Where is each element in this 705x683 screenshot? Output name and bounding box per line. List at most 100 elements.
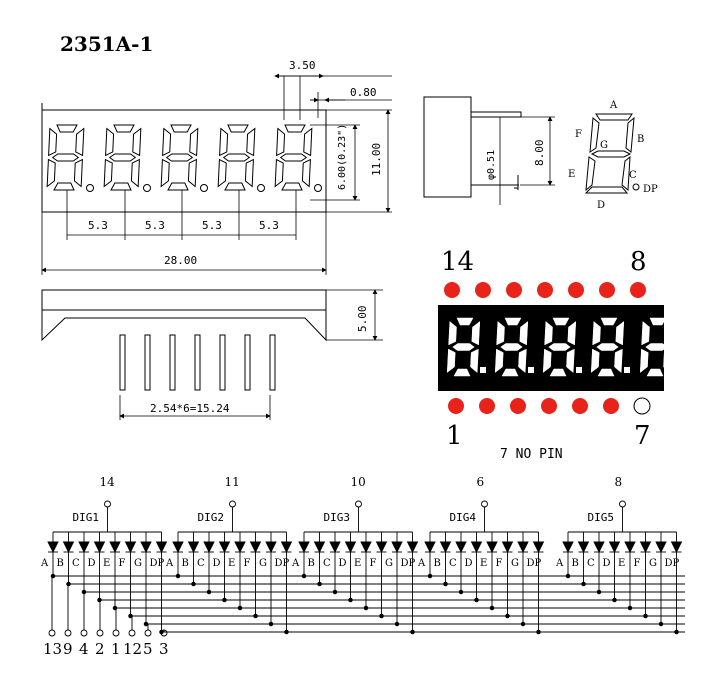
pin-lead-3 [169,334,176,391]
front-digit-1-seg-0 [56,124,78,133]
front-dp-1 [86,184,94,192]
front-digit-2-seg-1 [132,127,142,157]
front-digit-3-seg-4 [160,158,170,188]
seg-label-d: D [597,200,605,211]
photo-digit-2-seg-3 [501,368,519,377]
pin-dot-top-12 [506,282,522,298]
led-diode-2-7 [280,541,293,554]
dim-53-c: 5.3 [202,219,222,232]
side-view [423,96,555,205]
front-digit-2-seg-5 [105,127,115,157]
led-diode-2-1 [187,541,200,554]
pin-label-8: 8 [630,247,647,277]
led-diode-1-2 [78,541,90,554]
led-diode-3-6 [391,541,403,554]
photo-digit-1-seg-4 [446,348,456,374]
led-diode-4-4 [486,541,498,554]
front-digit-5-seg-3 [281,182,303,191]
seg-label-e: E [568,169,575,180]
pin-lead-2 [144,334,151,391]
photo-digit-4-seg-4 [590,348,600,374]
led-diode-3-3 [344,541,357,554]
segment-pin-circle-9 [64,629,72,637]
photo-digit-3-seg-4 [542,348,552,374]
digit-pin-circle-6 [481,500,488,508]
seg-label-f: F [575,129,582,140]
seg-tag-4-7: DP [527,558,542,569]
led-diode-2-4 [234,541,246,554]
dim-53-a: 5.3 [88,219,108,232]
photo-dp-3 [576,367,582,373]
led-diode-5-7 [670,541,683,554]
front-digit-4-seg-2 [244,158,254,188]
seg-tag-2-6: G [259,558,267,569]
digit-pin-circle-10 [355,500,362,508]
photo-digit-2-seg-0 [504,317,522,326]
photo-digit-4-seg-5 [592,320,601,346]
pin-lead-1 [119,334,126,391]
digit-pin-label-6: 6 [477,475,485,489]
seg-tag-5-6: G [649,558,657,569]
segment-pin-circle-3 [160,629,168,637]
pin-lead-7 [269,334,276,391]
front-dimensions [41,73,392,275]
seg-tag-3-5: F [370,558,377,569]
dim-pin-pitch: 2.54*6=15.24 [150,402,230,415]
pin-label-1: 1 [446,421,463,451]
front-digit-4-seg-6 [222,153,251,162]
led-diode-5-3 [608,541,621,554]
seg-tag-5-7: DP [665,558,680,569]
segment-pin-label-13: 13 [43,640,62,658]
seg-label-dp: DP [643,184,658,195]
photo-digit-2-seg-2 [518,348,527,374]
led-diode-5-5 [639,541,652,554]
segment-pin-circle-13 [48,629,56,637]
digit-pin-label-14: 14 [100,475,116,489]
led-diode-4-0 [424,541,436,554]
pin-dot-top-9 [599,282,615,298]
led-diode-1-0 [47,541,59,554]
display-photo-digits [446,317,679,377]
seg-tag-5-4: E [618,558,625,569]
led-diode-4-5 [501,541,514,554]
dim-800: 8.00 [533,140,546,167]
led-diode-3-1 [313,541,326,554]
led-diode-2-2 [203,541,215,554]
dim-height-1100: 11.00 [370,143,383,176]
seg-tag-1-2: C [72,558,80,569]
led-diode-5-2 [593,541,605,554]
dim-lead-dia: φ0.51 [486,150,497,180]
front-digit-5-seg-6 [279,153,308,162]
photo-digit-5-seg-6 [645,343,668,351]
seg-tag-4-6: G [511,558,519,569]
front-digit-1-seg-1 [75,127,85,157]
segment-pin-circle-12 [128,629,136,637]
seg-tag-2-1: B [182,558,189,569]
dim-pitch-350: 3.50 [289,59,316,72]
photo-digit-3-seg-6 [548,343,571,351]
photo-digit-5-seg-5 [641,320,650,346]
photo-digit-4-seg-3 [597,368,615,377]
led-diode-4-3 [470,541,483,554]
front-digit-4-seg-0 [227,124,249,133]
seg-tag-3-4: E [354,558,361,569]
digit-pin-circle-8 [619,500,626,508]
digit-name-dig1: DIG1 [73,511,100,524]
seg-tag-1-0: A [40,558,49,569]
led-diode-4-7 [532,541,545,554]
photo-digit-5-seg-2 [663,348,672,374]
digit-pin-label-10: 10 [351,475,366,489]
seg-label-g: G [600,140,608,151]
part-number-title: 2351A-1 [60,32,154,56]
seg-tag-3-1: B [308,558,315,569]
photo-digit-1-seg-6 [452,343,475,351]
pin-dot-top-14 [444,282,460,298]
digit-pin-circle-14 [104,500,111,508]
seg-label-b: B [637,134,644,145]
dim-53-d: 5.3 [259,219,279,232]
seg-tag-1-7: DP [150,558,165,569]
front-digit-2-seg-2 [130,158,140,188]
led-diode-2-5 [249,541,262,554]
led-diode-3-2 [329,541,341,554]
seg-tag-2-7: DP [275,558,290,569]
